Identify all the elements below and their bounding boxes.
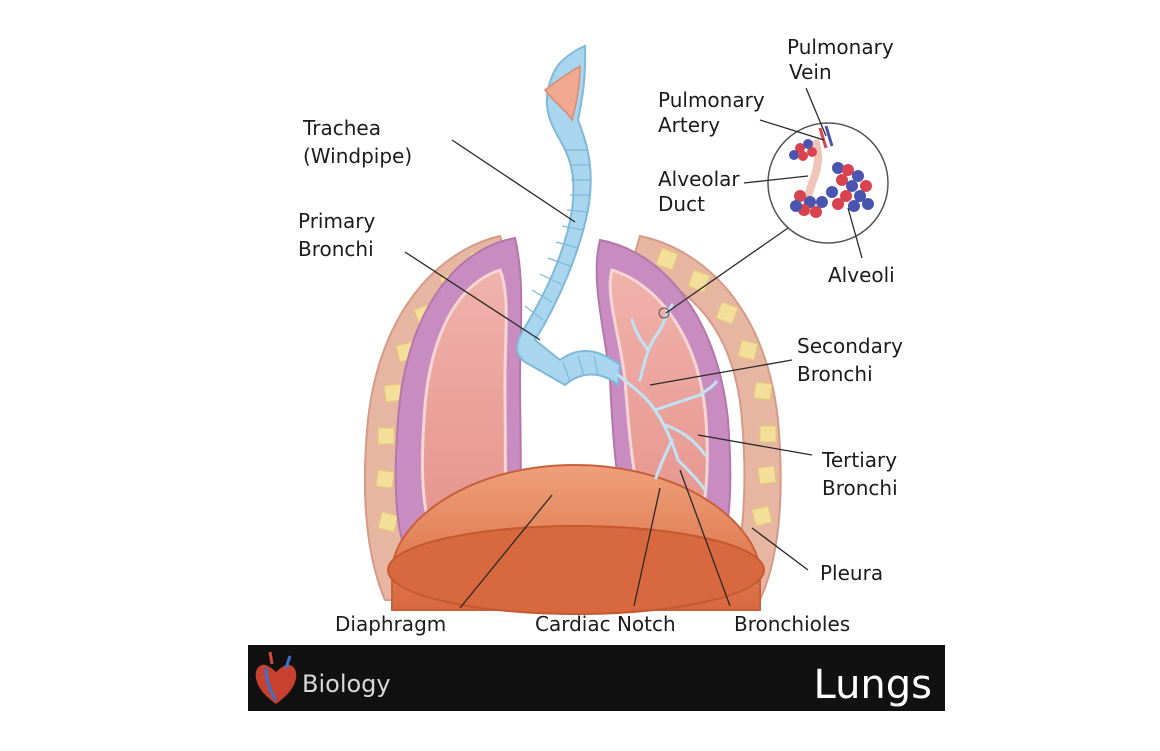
diaphragm-shape	[387, 463, 765, 615]
label-trachea: Trachea (Windpipe)	[302, 116, 412, 168]
label-pleura: Pleura	[820, 561, 883, 585]
label-diaphragm: Diaphragm	[335, 612, 446, 636]
bronchial-tree	[616, 303, 718, 492]
title-banner: Biology Lungs	[248, 645, 945, 711]
label-primary-bronchi: Primary Bronchi	[298, 209, 382, 261]
label-cardiac-notch: Cardiac Notch	[535, 612, 676, 636]
leader-lines	[404, 87, 863, 609]
alveolus-marker	[658, 307, 670, 319]
banner-brand: Biology	[302, 670, 391, 698]
label-alveolar-duct: Alveolar Duct	[658, 167, 746, 216]
labels: Trachea (Windpipe) Primary Bronchi Pulmo…	[298, 35, 909, 636]
heart-icon	[255, 651, 297, 704]
label-bronchioles: Bronchioles	[734, 612, 850, 636]
label-alveoli: Alveoli	[828, 263, 895, 287]
label-pulmonary-vein: Pulmonary Vein	[787, 35, 900, 84]
alveoli-inset	[767, 122, 889, 244]
trachea-shape	[516, 44, 622, 387]
banner-title: Lungs	[813, 662, 932, 708]
label-pulmonary-artery: Pulmonary Artery	[658, 88, 771, 137]
label-tertiary-bronchi: Tertiary Bronchi	[821, 448, 903, 500]
label-secondary-bronchi: Secondary Bronchi	[797, 334, 909, 386]
